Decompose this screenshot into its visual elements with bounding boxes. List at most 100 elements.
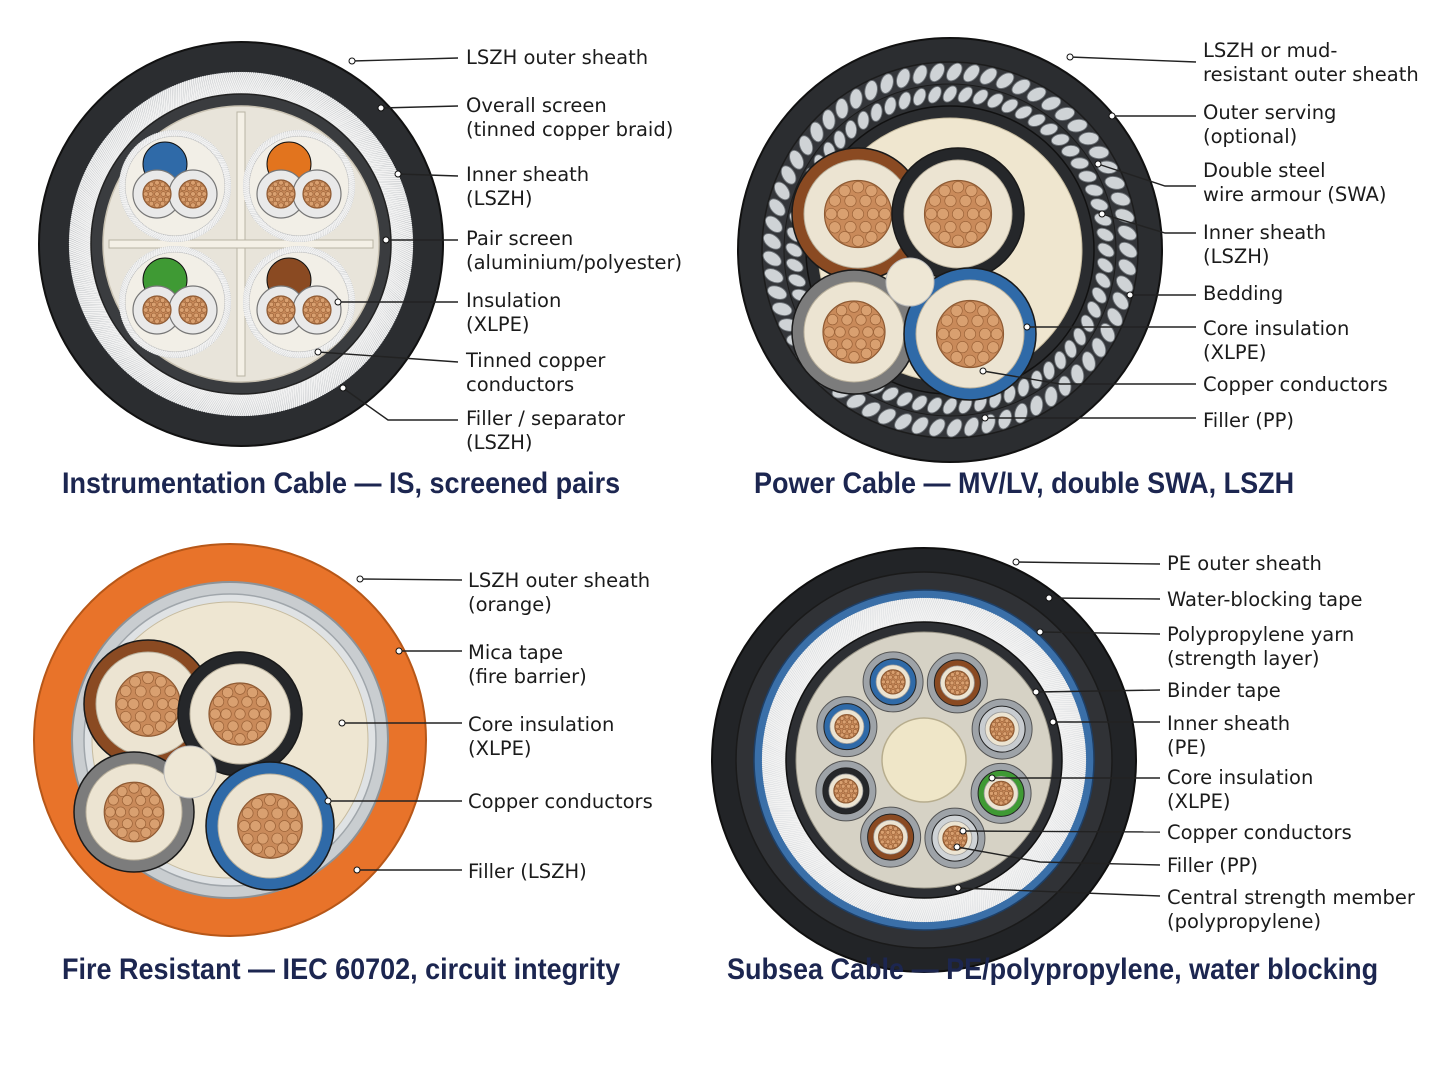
copper-conductor <box>266 179 296 209</box>
panel-title-power: Power Cable — MV/LV, double SWA, LSZH <box>754 467 1295 500</box>
label-copper-conductors: Copper conductors <box>1203 373 1388 396</box>
copper-conductor <box>923 179 993 249</box>
label-pe-outer-sheath: PE outer sheath <box>1167 552 1322 575</box>
copper-conductor <box>302 295 332 325</box>
central-strength-member <box>881 717 967 803</box>
copper-conductor <box>833 778 859 804</box>
copper-conductor <box>178 179 208 209</box>
leader-line <box>956 846 1161 866</box>
subsea-core <box>816 696 878 758</box>
label-core-insulation: Core insulation(XLPE) <box>468 713 615 760</box>
screened-pair <box>124 135 226 237</box>
leader-line <box>1015 561 1161 565</box>
label-polypropylene-yarn: Polypropylene yarn(strength layer) <box>1167 623 1355 670</box>
core-blue <box>205 761 335 891</box>
filler-center <box>163 745 217 799</box>
leader-line <box>351 57 459 62</box>
copper-conductor <box>944 670 970 696</box>
label-outer-sheath: LSZH or mud-resistant outer sheath <box>1203 39 1419 86</box>
copper-conductor <box>988 780 1014 806</box>
copper-conductor <box>142 295 172 325</box>
label-pair-screen: Pair screen(aluminium/polyester) <box>466 227 683 274</box>
core-brown <box>791 147 925 281</box>
core-black <box>891 147 1025 281</box>
pair-screen <box>118 129 232 243</box>
leader-line <box>317 351 459 363</box>
leader-dot <box>981 414 989 422</box>
leader-line <box>962 830 1161 833</box>
leader-line <box>380 105 459 109</box>
filler-center <box>885 257 935 307</box>
core-brown <box>83 639 213 769</box>
label-inner-sheath: Inner sheath(PE) <box>1167 712 1291 759</box>
pair-screen <box>242 129 356 243</box>
leader-dot <box>959 827 967 835</box>
label-lszh-outer-sheath: LSZH outer sheath <box>466 46 649 69</box>
leader-line <box>1048 597 1161 600</box>
leader-dot <box>1066 53 1074 61</box>
core-black <box>177 651 303 777</box>
leader-dot <box>1049 718 1057 726</box>
label-filler: Filler (PP) <box>1167 854 1258 877</box>
subsea-core <box>862 651 924 713</box>
subsea-core <box>815 760 877 822</box>
screened-pair <box>248 135 350 237</box>
leader-dot <box>954 884 962 892</box>
copper-conductor <box>103 781 165 843</box>
copper-conductor <box>266 295 296 325</box>
copper-conductor <box>942 825 968 851</box>
subsea-core <box>971 698 1033 760</box>
leader-dot <box>348 57 356 65</box>
label-binder-tape: Binder tape <box>1167 679 1281 702</box>
leader-dot <box>1094 160 1102 168</box>
label-central-strength-member: Central strength member(polypropylene) <box>1167 886 1415 933</box>
label-copper-conductors: Copper conductors <box>1167 821 1352 844</box>
copper-conductor <box>822 300 886 364</box>
leader-line <box>1035 689 1161 693</box>
polypropylene-yarn <box>761 597 1087 923</box>
copper-conductor <box>935 299 1005 369</box>
leader-dot <box>382 236 390 244</box>
copper-conductor <box>115 671 181 737</box>
leader-dot <box>1108 112 1116 120</box>
label-filler: Filler (LSZH) <box>468 860 587 883</box>
leader-line <box>342 387 458 421</box>
label-outer-serving: Outer serving(optional) <box>1203 101 1337 148</box>
leader-line <box>982 370 1196 385</box>
label-water-blocking-tape: Water-blocking tape <box>1167 588 1363 611</box>
label-core-insulation: Core insulation(XLPE) <box>1203 317 1350 364</box>
label-mica-tape: Mica tape(fire barrier) <box>468 641 587 688</box>
core-grey <box>73 751 195 873</box>
subsea-core <box>926 652 988 714</box>
copper-conductor <box>834 714 860 740</box>
label-bedding: Bedding <box>1203 282 1284 305</box>
leader-dot <box>1126 291 1134 299</box>
leader-line <box>957 887 1161 897</box>
label-lszh-outer-sheath: LSZH outer sheath(orange) <box>468 569 651 616</box>
subsea-core <box>970 762 1032 824</box>
core-grey <box>791 269 917 395</box>
copper-conductor <box>880 669 906 695</box>
leader-dot <box>314 348 322 356</box>
leader-dot <box>324 797 332 805</box>
leader-dot <box>395 647 403 655</box>
leader-dot <box>1036 628 1044 636</box>
leader-dot <box>979 367 987 375</box>
copper-conductor <box>302 179 332 209</box>
copper-conductor <box>237 793 303 859</box>
copper-conductor <box>823 179 893 249</box>
label-copper-conductors: Copper conductors <box>468 790 653 813</box>
label-overall-screen: Overall screen(tinned copper braid) <box>466 94 674 141</box>
copper-conductor <box>178 295 208 325</box>
separator-cross <box>108 239 374 249</box>
screened-pair <box>248 251 350 353</box>
label-inner-sheath: Inner sheath(LSZH) <box>1203 221 1327 268</box>
leader-dot <box>394 170 402 178</box>
pair-screen <box>242 245 356 359</box>
panel-title-fire-resistant: Fire Resistant — IEC 60702, circuit inte… <box>62 953 621 986</box>
panel-title-subsea: Subsea Cable — PE/polypropylene, water b… <box>727 953 1379 986</box>
screened-pair <box>124 251 226 353</box>
leader-dot <box>334 298 342 306</box>
